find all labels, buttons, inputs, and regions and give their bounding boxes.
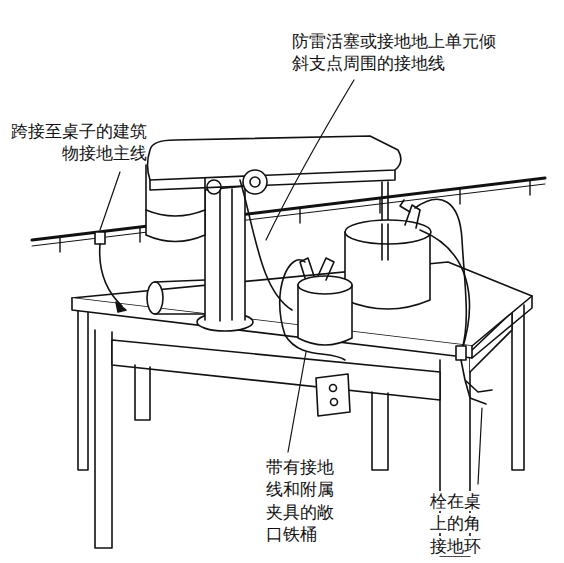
callout-label: 跨接至桌子的建筑物接地主线 <box>6 120 147 165</box>
callout-label: 带有接地线和附属夹具的敞口铁桶 <box>266 456 339 546</box>
callout-label: 防雷活塞或接地地上单元倾斜支点周围的接地线 <box>292 30 501 75</box>
callout-label: 栓在桌上的角接地环 <box>430 490 486 557</box>
